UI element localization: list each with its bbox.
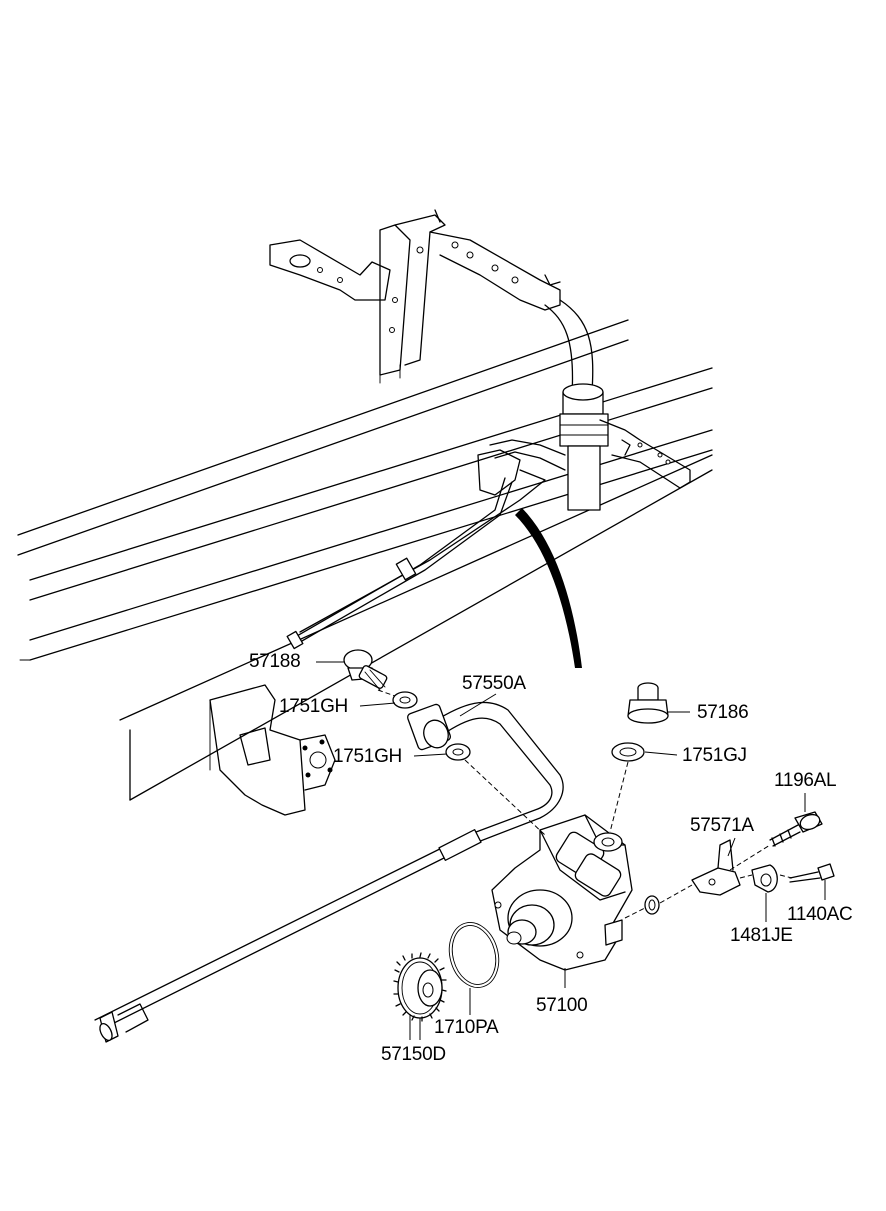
washer-1751gj — [611, 742, 645, 762]
connector-57186 — [627, 682, 669, 724]
label-1710pa: 1710PA — [434, 1017, 499, 1038]
o-ring-small — [644, 895, 660, 915]
label-1140ac: 1140AC — [787, 904, 853, 925]
bracket-57571a — [691, 839, 741, 896]
gear-57150d — [393, 952, 447, 1022]
pressure-hose-57550a — [94, 701, 564, 1043]
label-1751gj: 1751GJ — [682, 745, 747, 766]
label-57186: 57186 — [697, 702, 749, 723]
label-1751gh-upper: 1751GH — [279, 696, 348, 717]
cross-member — [269, 209, 561, 384]
label-1751gh-lower: 1751GH — [333, 746, 402, 767]
pressure-lines — [286, 439, 566, 650]
zoom-arrow — [515, 508, 582, 668]
label-57150d: 57150D — [381, 1044, 446, 1065]
label-57571a: 57571A — [690, 815, 754, 836]
leader-lines — [316, 661, 826, 1040]
bolt-1196al — [769, 811, 823, 847]
label-1196al: 1196AL — [774, 770, 837, 791]
reservoir-assembly — [544, 299, 691, 511]
clamp-1481je — [751, 864, 778, 893]
pump-57100 — [491, 814, 633, 971]
banjo-bolt-57188 — [343, 649, 388, 691]
o-ring-1710pa — [448, 922, 500, 988]
washer-1751gh-lower — [445, 743, 471, 761]
label-57188: 57188 — [249, 651, 301, 672]
frame-rails — [17, 319, 713, 801]
label-57550a: 57550A — [462, 673, 526, 694]
screw-1140ac — [789, 863, 835, 883]
label-1481je: 1481JE — [730, 925, 793, 946]
label-57100: 57100 — [536, 995, 588, 1016]
steering-gear-box — [209, 684, 336, 816]
assembly-dash-lines — [377, 689, 793, 919]
washer-1751gh-upper — [392, 691, 418, 709]
